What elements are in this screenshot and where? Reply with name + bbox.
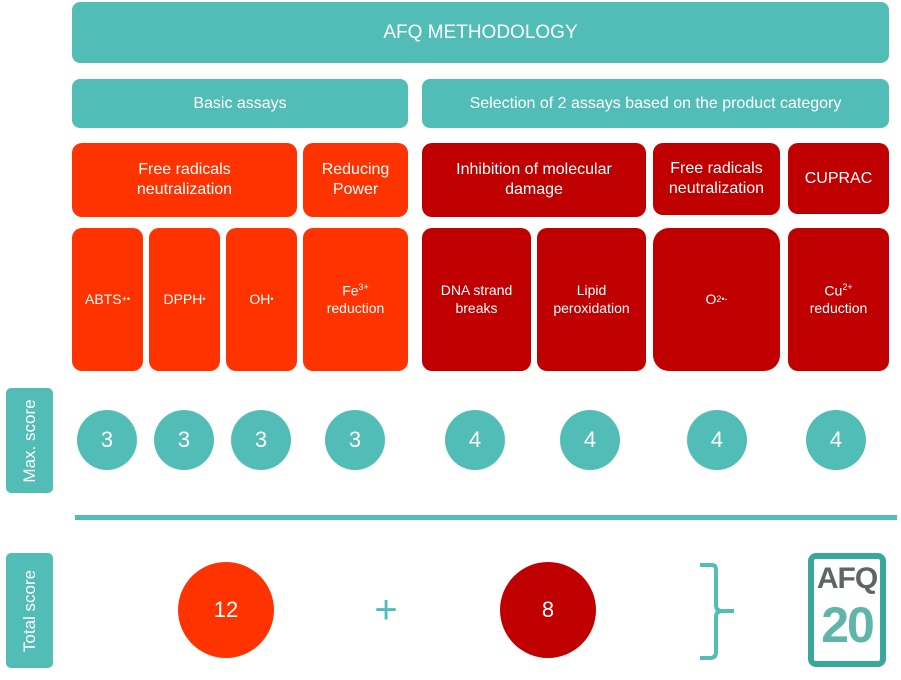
basic-assays-header: Basic assays — [72, 79, 408, 128]
methodology-title: AFQ METHODOLOGY — [72, 2, 889, 63]
logo-20: 20 — [821, 597, 875, 653]
selection-assays-header: Selection of 2 assays based on the produ… — [422, 79, 889, 128]
max-score-circle: 4 — [806, 410, 866, 470]
max-score-circle: 4 — [445, 410, 505, 470]
assay-lipid-peroxidation: Lipid peroxidation — [537, 228, 646, 371]
assay-dna-strand-breaks: DNA strand breaks — [422, 228, 531, 371]
assay-cu-reduction: Cu2+reduction — [788, 228, 889, 371]
category-cuprac: CUPRAC — [788, 143, 889, 214]
max-score-circle: 3 — [77, 410, 137, 470]
max-score-circle: 3 — [231, 410, 291, 470]
logo-afq: AFQ — [816, 562, 878, 595]
brace-icon — [700, 563, 734, 660]
plus-sign: + — [374, 588, 398, 632]
assay-dpph: DPPH• — [149, 228, 220, 371]
max-score-circle: 3 — [154, 410, 214, 470]
max-score-label: Max. score — [6, 388, 53, 493]
category-inhibition-damage: Inhibition of molecular damage — [422, 143, 646, 217]
assay-abts: ABTS+• — [72, 228, 143, 371]
max-score-circle: 3 — [325, 410, 385, 470]
selection-total-circle: 8 — [500, 562, 596, 658]
category-reducing-power: Reducing Power — [303, 143, 408, 217]
divider — [75, 515, 897, 520]
max-score-circle: 4 — [560, 410, 620, 470]
basic-total-circle: 12 — [178, 562, 274, 658]
category-free-radicals: Free radicals neutralization — [72, 143, 297, 217]
afq20-logo: AFQ 20 — [808, 553, 886, 667]
assay-fe-reduction: Fe3+reduction — [303, 228, 408, 371]
assay-oh: OH• — [226, 228, 297, 371]
total-score-label: Total score — [6, 553, 53, 668]
max-score-circle: 4 — [687, 410, 747, 470]
category-free-radicals-2: Free radicals neutralization — [653, 143, 780, 215]
